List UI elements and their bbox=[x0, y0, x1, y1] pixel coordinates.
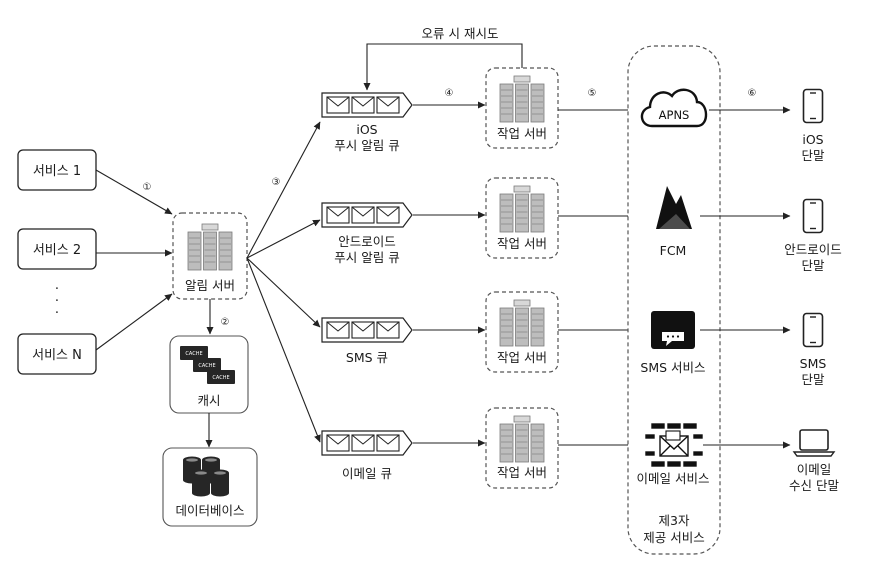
third-party-label-line1: 제3자 bbox=[659, 513, 690, 528]
ios-push-queue: iOS 푸시 알림 큐 bbox=[321, 92, 413, 153]
android-device: 안드로이드 단말 bbox=[784, 198, 842, 273]
ellipsis-dot: · bbox=[55, 294, 59, 309]
fcm-service: FCM bbox=[656, 186, 692, 258]
email-device-label-line1: 이메일 bbox=[797, 462, 832, 477]
database-icon bbox=[183, 456, 229, 497]
sms-device: SMS 단말 bbox=[800, 312, 827, 387]
sms-device-label-line2: 단말 bbox=[801, 372, 825, 387]
arrow-servicen-to-server bbox=[95, 293, 173, 351]
smartphone-icon bbox=[802, 312, 824, 348]
database-label: 데이터베이스 bbox=[175, 503, 244, 518]
smartphone-icon bbox=[802, 198, 824, 234]
ios-queue-label-line1: iOS bbox=[356, 122, 377, 137]
worker-server-ios: 작업 서버 bbox=[485, 67, 559, 149]
cache: CACHE CACHE CACHE 캐시 bbox=[169, 335, 249, 414]
queue-icon bbox=[321, 430, 413, 456]
worker-server-sms: 작업 서버 bbox=[485, 291, 559, 373]
cloud-icon bbox=[640, 88, 708, 128]
smartphone-icon bbox=[802, 88, 824, 124]
third-party-services-group: 제3자 제공 서비스 bbox=[627, 45, 721, 555]
ios-device-label-line2: 단말 bbox=[801, 148, 825, 163]
sms-device-label-line1: SMS bbox=[800, 356, 827, 371]
sms-service-label: SMS 서비스 bbox=[640, 360, 705, 375]
arrow-server-to-ios-queue bbox=[246, 121, 321, 259]
worker-label: 작업 서버 bbox=[497, 126, 547, 141]
apns-label: APNS bbox=[659, 108, 690, 122]
cache-label: 캐시 bbox=[197, 393, 220, 408]
step-5-label: ⑤ bbox=[588, 88, 597, 99]
sms-service: SMS 서비스 bbox=[640, 311, 706, 375]
cache-tag-text: CACHE bbox=[212, 375, 229, 381]
arrow-server-to-email-queue bbox=[246, 257, 321, 443]
email-device: 이메일 수신 단말 bbox=[789, 429, 839, 493]
sms-queue: SMS 큐 bbox=[321, 317, 413, 365]
queue-icon bbox=[321, 317, 413, 343]
step-4-label: ④ bbox=[445, 88, 454, 99]
ios-device: iOS 단말 bbox=[801, 88, 825, 163]
cache-tag-text: CACHE bbox=[185, 351, 202, 357]
step-1-label: ① bbox=[143, 182, 152, 193]
notification-server-label: 알림 서버 bbox=[185, 278, 235, 293]
ios-queue-label-line2: 푸시 알림 큐 bbox=[334, 138, 399, 153]
email-device-label-line2: 수신 단말 bbox=[789, 478, 839, 493]
email-service: 이메일 서비스 bbox=[637, 423, 710, 486]
cache-tag-text: CACHE bbox=[198, 363, 215, 369]
ellipsis-dot: · bbox=[55, 306, 59, 321]
retry-label: 오류 시 재시도 bbox=[422, 26, 499, 41]
third-party-label-line2: 제공 서비스 bbox=[643, 530, 704, 545]
service-1-label: 서비스 1 bbox=[33, 164, 81, 179]
android-queue-label-line2: 푸시 알림 큐 bbox=[334, 250, 399, 265]
fcm-label: FCM bbox=[660, 243, 687, 258]
worker-server-email: 작업 서버 bbox=[485, 407, 559, 489]
email-service-label: 이메일 서비스 bbox=[637, 471, 710, 486]
service-box-1: 서비스 1 bbox=[17, 149, 97, 191]
android-device-label-line1: 안드로이드 bbox=[784, 242, 842, 257]
cache-icon: CACHE CACHE CACHE bbox=[180, 346, 235, 384]
step-6-label: ⑥ bbox=[748, 88, 757, 99]
step-3-label: ③ bbox=[272, 177, 281, 188]
arrow-server-to-android-queue bbox=[246, 219, 321, 259]
chat-bubble-icon bbox=[651, 311, 695, 349]
email-queue-label: 이메일 큐 bbox=[342, 466, 392, 481]
apns-service: APNS bbox=[640, 88, 708, 128]
worker-label: 작업 서버 bbox=[497, 465, 547, 480]
ios-device-label-line1: iOS bbox=[802, 132, 823, 147]
sms-queue-label: SMS 큐 bbox=[346, 350, 388, 365]
email-queue: 이메일 큐 bbox=[321, 430, 413, 481]
android-queue-label-line1: 안드로이드 bbox=[338, 234, 396, 249]
envelope-network-icon bbox=[645, 423, 703, 467]
worker-server-android: 작업 서버 bbox=[485, 177, 559, 259]
retry-loop-arrow bbox=[363, 43, 523, 91]
notification-server: 알림 서버 bbox=[172, 212, 248, 300]
service-box-2: 서비스 2 bbox=[17, 228, 97, 270]
service-box-n: 서비스 N bbox=[17, 333, 97, 375]
arrow-server-to-sms-queue bbox=[246, 257, 321, 328]
queue-icon bbox=[321, 202, 413, 228]
service-2-label: 서비스 2 bbox=[33, 243, 81, 258]
laptop-icon bbox=[792, 429, 836, 457]
step-2-label: ② bbox=[221, 317, 230, 328]
android-push-queue: 안드로이드 푸시 알림 큐 bbox=[321, 202, 413, 265]
queue-icon bbox=[321, 92, 413, 118]
worker-label: 작업 서버 bbox=[497, 236, 547, 251]
service-n-label: 서비스 N bbox=[32, 348, 82, 363]
ellipsis-dot: · bbox=[55, 282, 59, 297]
database: 데이터베이스 bbox=[162, 447, 258, 527]
android-device-label-line2: 단말 bbox=[801, 258, 825, 273]
arrow-service1-to-server bbox=[95, 169, 173, 215]
firebase-flame-icon bbox=[656, 186, 692, 229]
worker-label: 작업 서버 bbox=[497, 350, 547, 365]
